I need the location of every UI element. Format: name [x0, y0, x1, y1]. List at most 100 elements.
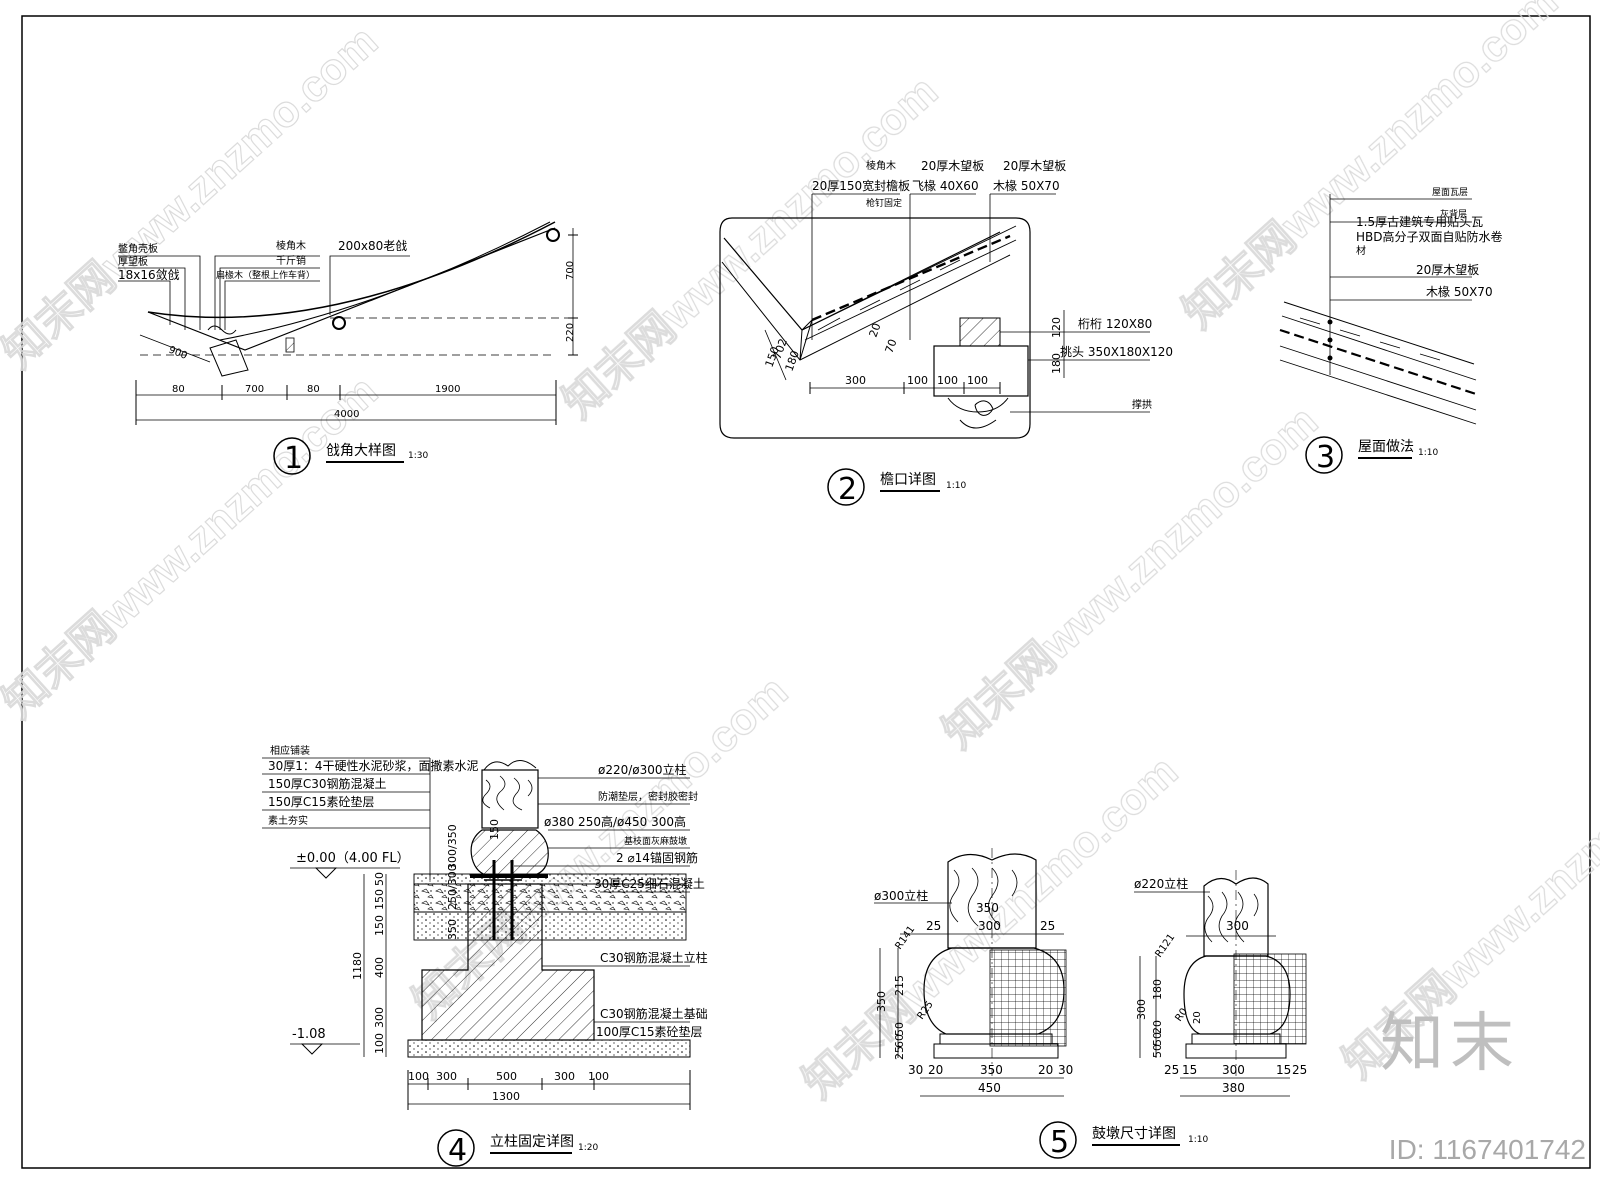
dimension-label: 20	[1192, 1011, 1203, 1024]
annotation-label: ø300立柱	[874, 888, 928, 903]
detail-title: 屋面做法	[1358, 439, 1414, 455]
dimension-label: 150	[763, 345, 782, 369]
detail-title: 檐口详图	[880, 472, 936, 488]
annotation-label: HBD高分子双面自贴防水卷	[1356, 229, 1503, 244]
detail-3-roof-layers: 屋面瓦层 灰背层 1.5厚古建筑专用贴头瓦 HBD高分子双面自贴防水卷 材 20…	[1279, 187, 1503, 475]
dimension-label: 380	[1222, 1081, 1245, 1095]
dimension-label: 80	[307, 384, 320, 395]
dimension-label: 220	[565, 323, 576, 342]
dimension-label: 30	[908, 1063, 923, 1077]
annotation-label: 木椽 50X70	[993, 179, 1060, 193]
annotation-label: 材	[1356, 244, 1366, 257]
dimension-label: 300	[554, 1070, 575, 1083]
watermark-text: 知末网www.znzmo.com	[0, 17, 387, 378]
brand-logo: 知末	[1380, 1007, 1520, 1081]
annotation-label: 防潮垫层，密封胶密封	[598, 790, 698, 803]
annotation-label: 1:30	[408, 451, 428, 461]
dimension-label: 25	[1040, 919, 1055, 933]
dimension-label: 350	[980, 1063, 1003, 1077]
annotation-label: 鳖角壳板	[118, 242, 158, 255]
dimension-label: 400	[373, 957, 386, 978]
annotation-label: 200x80老戗	[338, 239, 407, 253]
dimension-label: 25	[893, 1046, 906, 1060]
annotation-label: 20厚150宽封檐板	[812, 178, 910, 193]
annotation-label: 飞椽 40X60	[912, 179, 979, 193]
annotation-label: 屋面瓦层	[1432, 187, 1468, 198]
dimension-label: 25	[1292, 1063, 1307, 1077]
dimension-label: 100	[408, 1070, 429, 1083]
detail-4-post-anchor: 相应铺装 30厚1：4干硬性水泥砂浆，面撒素水泥 150厚C30钢筋混凝土 15…	[262, 744, 708, 1168]
annotation-label: 厚望板	[118, 255, 148, 268]
watermark-text: 知末网www.znzmo.com	[554, 67, 947, 428]
dimension-label: 100	[588, 1070, 609, 1083]
annotation-label: 30厚1：4干硬性水泥砂浆，面撒素水泥	[268, 758, 479, 773]
dimension-label: 20	[928, 1063, 943, 1077]
annotation-label: 桁桁 120X80	[1078, 317, 1152, 331]
dimension-label: 50	[373, 872, 386, 886]
dimension-label: 300	[436, 1070, 457, 1083]
detail-2-eave-detail: 棱角木 20厚150宽封檐板 枪钉固定 20厚木望板 飞椽 40X60 20厚木…	[719, 159, 1173, 507]
watermark-text: 知末网www.znzmo.com	[934, 397, 1327, 758]
annotation-label: C30钢筋混凝土基础	[600, 1006, 708, 1021]
detail-1-corner-beam: 鳖角壳板 厚望板 18x16敛戗 棱角木 千斤销 扁椽木（整根上作车背） 200…	[118, 221, 578, 476]
annotation-label: ø220立柱	[1134, 876, 1188, 891]
annotation-label: ±0.00（4.00 FL）	[296, 851, 410, 866]
annotation-label: 20厚木望板	[1416, 263, 1479, 277]
dimension-label: 100	[907, 374, 928, 387]
dimension-label: 300	[1226, 919, 1249, 933]
annotation-label: 木椽 50X70	[1426, 285, 1493, 299]
dimension-label: 20	[1151, 1020, 1164, 1034]
dimension-label: 25	[926, 919, 941, 933]
dimension-label: 150	[373, 915, 386, 936]
dimension-label: 15	[1276, 1063, 1291, 1077]
annotation-label: 1:20	[578, 1143, 598, 1153]
sheet-border	[21, 15, 1591, 1169]
annotation-label: 1:10	[946, 481, 966, 491]
annotation-label: ø380 250高/ø450 300高	[544, 814, 686, 829]
dimension-label: 180	[1050, 353, 1063, 374]
dimension-label: 4000	[334, 409, 359, 420]
dimension-label: 100	[373, 1033, 386, 1054]
dimension-label: 100	[937, 374, 958, 387]
dimension-label: 120	[1050, 317, 1063, 338]
annotation-label: 150厚C30钢筋混凝土	[268, 776, 387, 791]
dimension-label: 215	[893, 975, 906, 996]
dimension-label: 250/300	[446, 864, 459, 910]
annotation-label: 灰背层	[1440, 208, 1467, 220]
annotation-label: 素土夯实	[268, 814, 308, 827]
annotation-label: 2 ⌀14锚固钢筋	[616, 850, 698, 865]
dimension-label: 300	[978, 919, 1001, 933]
detail-number: 3	[1316, 440, 1335, 475]
detail-number: 4	[448, 1133, 467, 1168]
dimension-label: 50	[1151, 1044, 1164, 1058]
dimension-label: 180	[1151, 979, 1164, 1000]
dimension-label: 1180	[351, 952, 364, 980]
annotation-label: 1:10	[1188, 1135, 1208, 1145]
annotation-label: 枪钉固定	[866, 197, 902, 209]
annotation-label: -1.08	[292, 1027, 326, 1042]
annotation-label: 18x16敛戗	[118, 267, 180, 282]
annotation-label: 30厚C25细石混凝土	[594, 876, 705, 891]
dimension-label: 300/350	[446, 824, 459, 870]
dimension-label: 1900	[435, 384, 460, 395]
dimension-label: 350	[976, 901, 999, 915]
annotation-label: 撑拱	[1132, 398, 1152, 411]
annotation-label: 20厚木望板	[1003, 159, 1066, 173]
detail-number: 2	[838, 472, 857, 507]
dimension-label: 70	[883, 337, 900, 355]
annotation-label: 100厚C15素砼垫层	[596, 1024, 703, 1039]
dimension-label: 25	[1164, 1063, 1179, 1077]
detail-title: 鼓墩尺寸详图	[1092, 1126, 1176, 1142]
dimension-label: 60	[893, 1034, 906, 1048]
dimension-label: 1300	[492, 1090, 520, 1103]
dimension-label: 700	[565, 261, 576, 280]
detail-number: 5	[1050, 1125, 1069, 1160]
dimension-label: 50	[1151, 1032, 1164, 1046]
dimension-label: 80	[172, 384, 185, 395]
annotation-label: 1:10	[1418, 448, 1438, 458]
annotation-label: 千斤销	[276, 254, 306, 267]
annotation-label: 挑头 350X180X120	[1060, 345, 1173, 359]
dimension-label: 900	[167, 345, 189, 362]
dimension-label: 20	[1038, 1063, 1053, 1077]
